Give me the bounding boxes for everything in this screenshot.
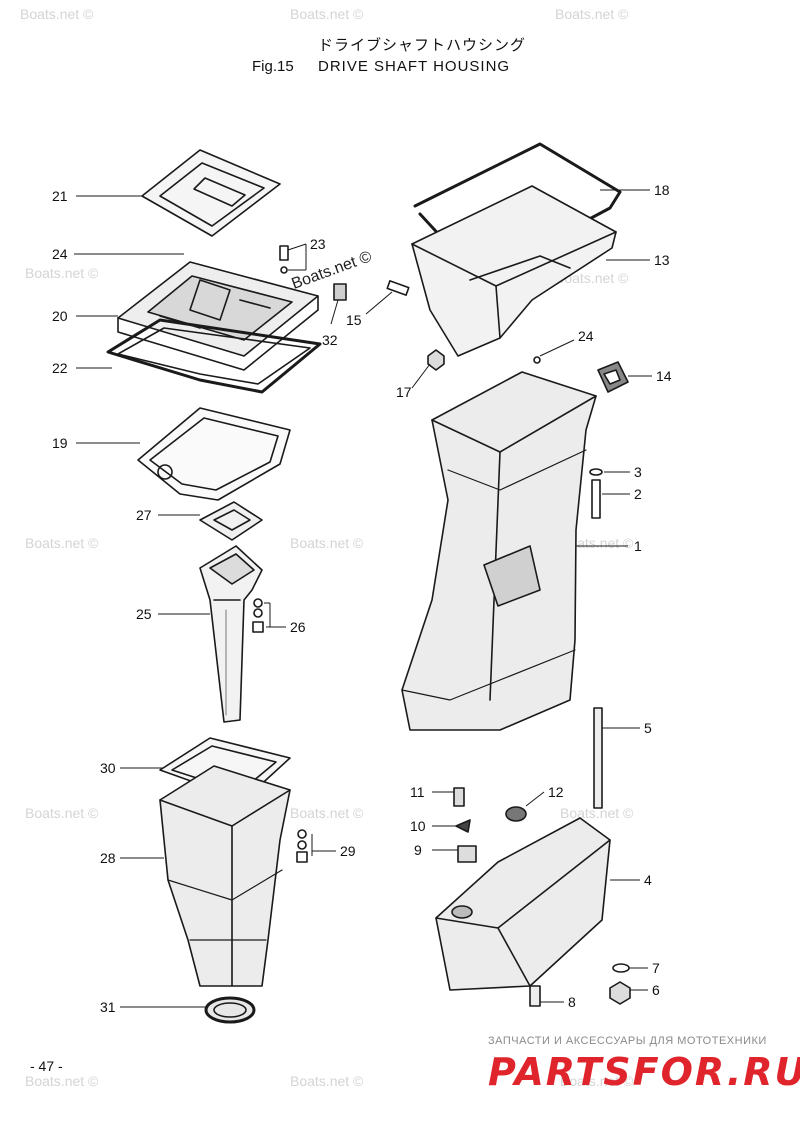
callout-7: 7 — [652, 960, 660, 976]
bushing-9 — [457, 845, 477, 863]
watermark: Boats.net © — [25, 535, 99, 551]
callout-1: 1 — [634, 538, 642, 554]
callout-24-right: 24 — [578, 328, 594, 344]
callout-24-left: 24 — [52, 246, 68, 262]
callout-5: 5 — [644, 720, 652, 736]
callout-9: 9 — [414, 842, 422, 858]
grommet-14 — [597, 361, 629, 393]
watermark: Boats.net © — [560, 1073, 634, 1089]
bolt-2 — [591, 479, 601, 519]
callout-8: 8 — [568, 994, 576, 1010]
watermark: Boats.net © — [25, 1073, 99, 1089]
nut-17 — [427, 349, 445, 371]
watermark: Boats.net © — [560, 805, 634, 821]
bolts-26 — [252, 598, 264, 633]
callout-10: 10 — [410, 818, 426, 834]
callout-30: 30 — [100, 760, 116, 776]
grommet-12 — [505, 806, 527, 822]
callout-31: 31 — [100, 999, 116, 1015]
watermark: Boats.net © — [290, 6, 364, 22]
clip-10 — [455, 819, 471, 833]
callout-21: 21 — [52, 188, 68, 204]
bolt-8 — [529, 985, 541, 1007]
pin-24 — [533, 356, 541, 364]
callout-19: 19 — [52, 435, 68, 451]
callout-20: 20 — [52, 308, 68, 324]
watermark: Boats.net © — [290, 1073, 364, 1089]
callout-18: 18 — [654, 182, 670, 198]
bolt-15 — [386, 280, 410, 296]
watermark: Boats.net © — [20, 6, 94, 22]
watermark: Boats.net © — [25, 805, 99, 821]
title-japanese: ドライブシャフトハウシング — [318, 36, 527, 54]
bolt-23 — [279, 245, 289, 274]
footer-tagline: ЗАПЧАСТИ И АКСЕССУАРЫ ДЛЯ МОТОТЕХНИКИ — [488, 1035, 767, 1047]
gasket-19 — [137, 407, 291, 501]
washer-3 — [589, 468, 603, 476]
callout-29: 29 — [340, 843, 356, 859]
gasket-27 — [199, 501, 263, 541]
callout-11: 11 — [410, 784, 425, 800]
seal-ring-31 — [204, 996, 256, 1024]
bolts-29 — [296, 829, 308, 863]
seal-22 — [106, 318, 322, 394]
nut-6 — [609, 981, 631, 1005]
diagram-title: DRIVE SHAFT HOUSING — [318, 58, 511, 75]
callout-2: 2 — [634, 486, 642, 502]
adapter-plate-20 — [117, 261, 319, 371]
callout-27: 27 — [136, 507, 152, 523]
figure-number: Fig.15 — [252, 58, 294, 75]
callout-25: 25 — [136, 606, 152, 622]
top-gasket-21 — [141, 149, 281, 237]
washer-7 — [612, 963, 630, 973]
watermark: Boats.net © — [560, 535, 634, 551]
lower-case-4 — [435, 817, 611, 991]
exhaust-pipe-25 — [199, 545, 263, 723]
spring-32 — [333, 283, 347, 301]
callout-22: 22 — [52, 360, 68, 376]
watermark: Boats.net © — [25, 265, 99, 281]
watermark: Boats.net © — [555, 6, 629, 22]
callout-4: 4 — [644, 872, 652, 888]
callout-13: 13 — [654, 252, 670, 268]
watermark: Boats.net © — [290, 535, 364, 551]
callout-12: 12 — [548, 784, 564, 800]
stud-5 — [593, 707, 603, 809]
callout-3: 3 — [634, 464, 642, 480]
callout-15: 15 — [346, 312, 362, 328]
bolt-11 — [453, 787, 465, 807]
drive-shaft-housing-1 — [401, 371, 597, 731]
watermark: Boats.net © — [290, 805, 364, 821]
callout-14: 14 — [656, 368, 672, 384]
callout-17: 17 — [396, 384, 412, 400]
callout-23: 23 — [310, 236, 326, 252]
callout-26: 26 — [290, 619, 306, 635]
page-number: - 47 - — [30, 1058, 63, 1074]
upper-cover-13 — [411, 185, 617, 357]
callout-28: 28 — [100, 850, 116, 866]
callout-6: 6 — [652, 982, 660, 998]
callout-32: 32 — [322, 332, 338, 348]
footer-logo: PARTSFOR.RU — [488, 1050, 800, 1094]
exhaust-housing-28 — [159, 765, 291, 987]
